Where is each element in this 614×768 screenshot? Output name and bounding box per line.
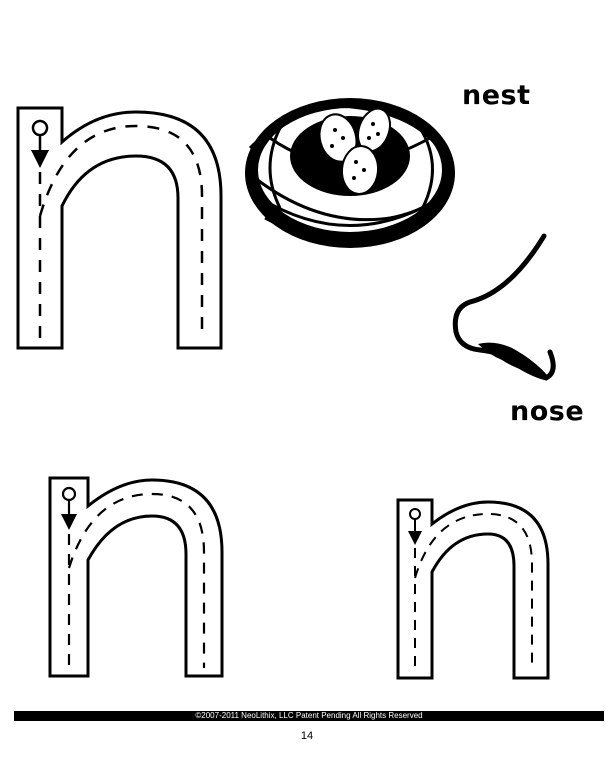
start-circle-icon [61,486,77,502]
start-circle-icon [409,508,421,520]
start-circle-icon [31,119,49,137]
down-arrow-icon [408,519,422,545]
down-arrow-icon [31,135,49,168]
footer-copyright-bar: ©2007-2011 NeoLithix, LLC Patent Pending… [14,711,604,721]
nest-icon [245,98,455,248]
letter-n-tracing-large [16,106,223,350]
page-number: 14 [300,730,314,742]
nose-icon [452,233,556,381]
letter-n-tracing-medium [48,476,224,678]
letter-n-tracing-small [396,498,550,680]
word-nest: nest [462,80,531,111]
word-nose: nose [510,396,585,427]
down-arrow-icon [61,500,77,530]
